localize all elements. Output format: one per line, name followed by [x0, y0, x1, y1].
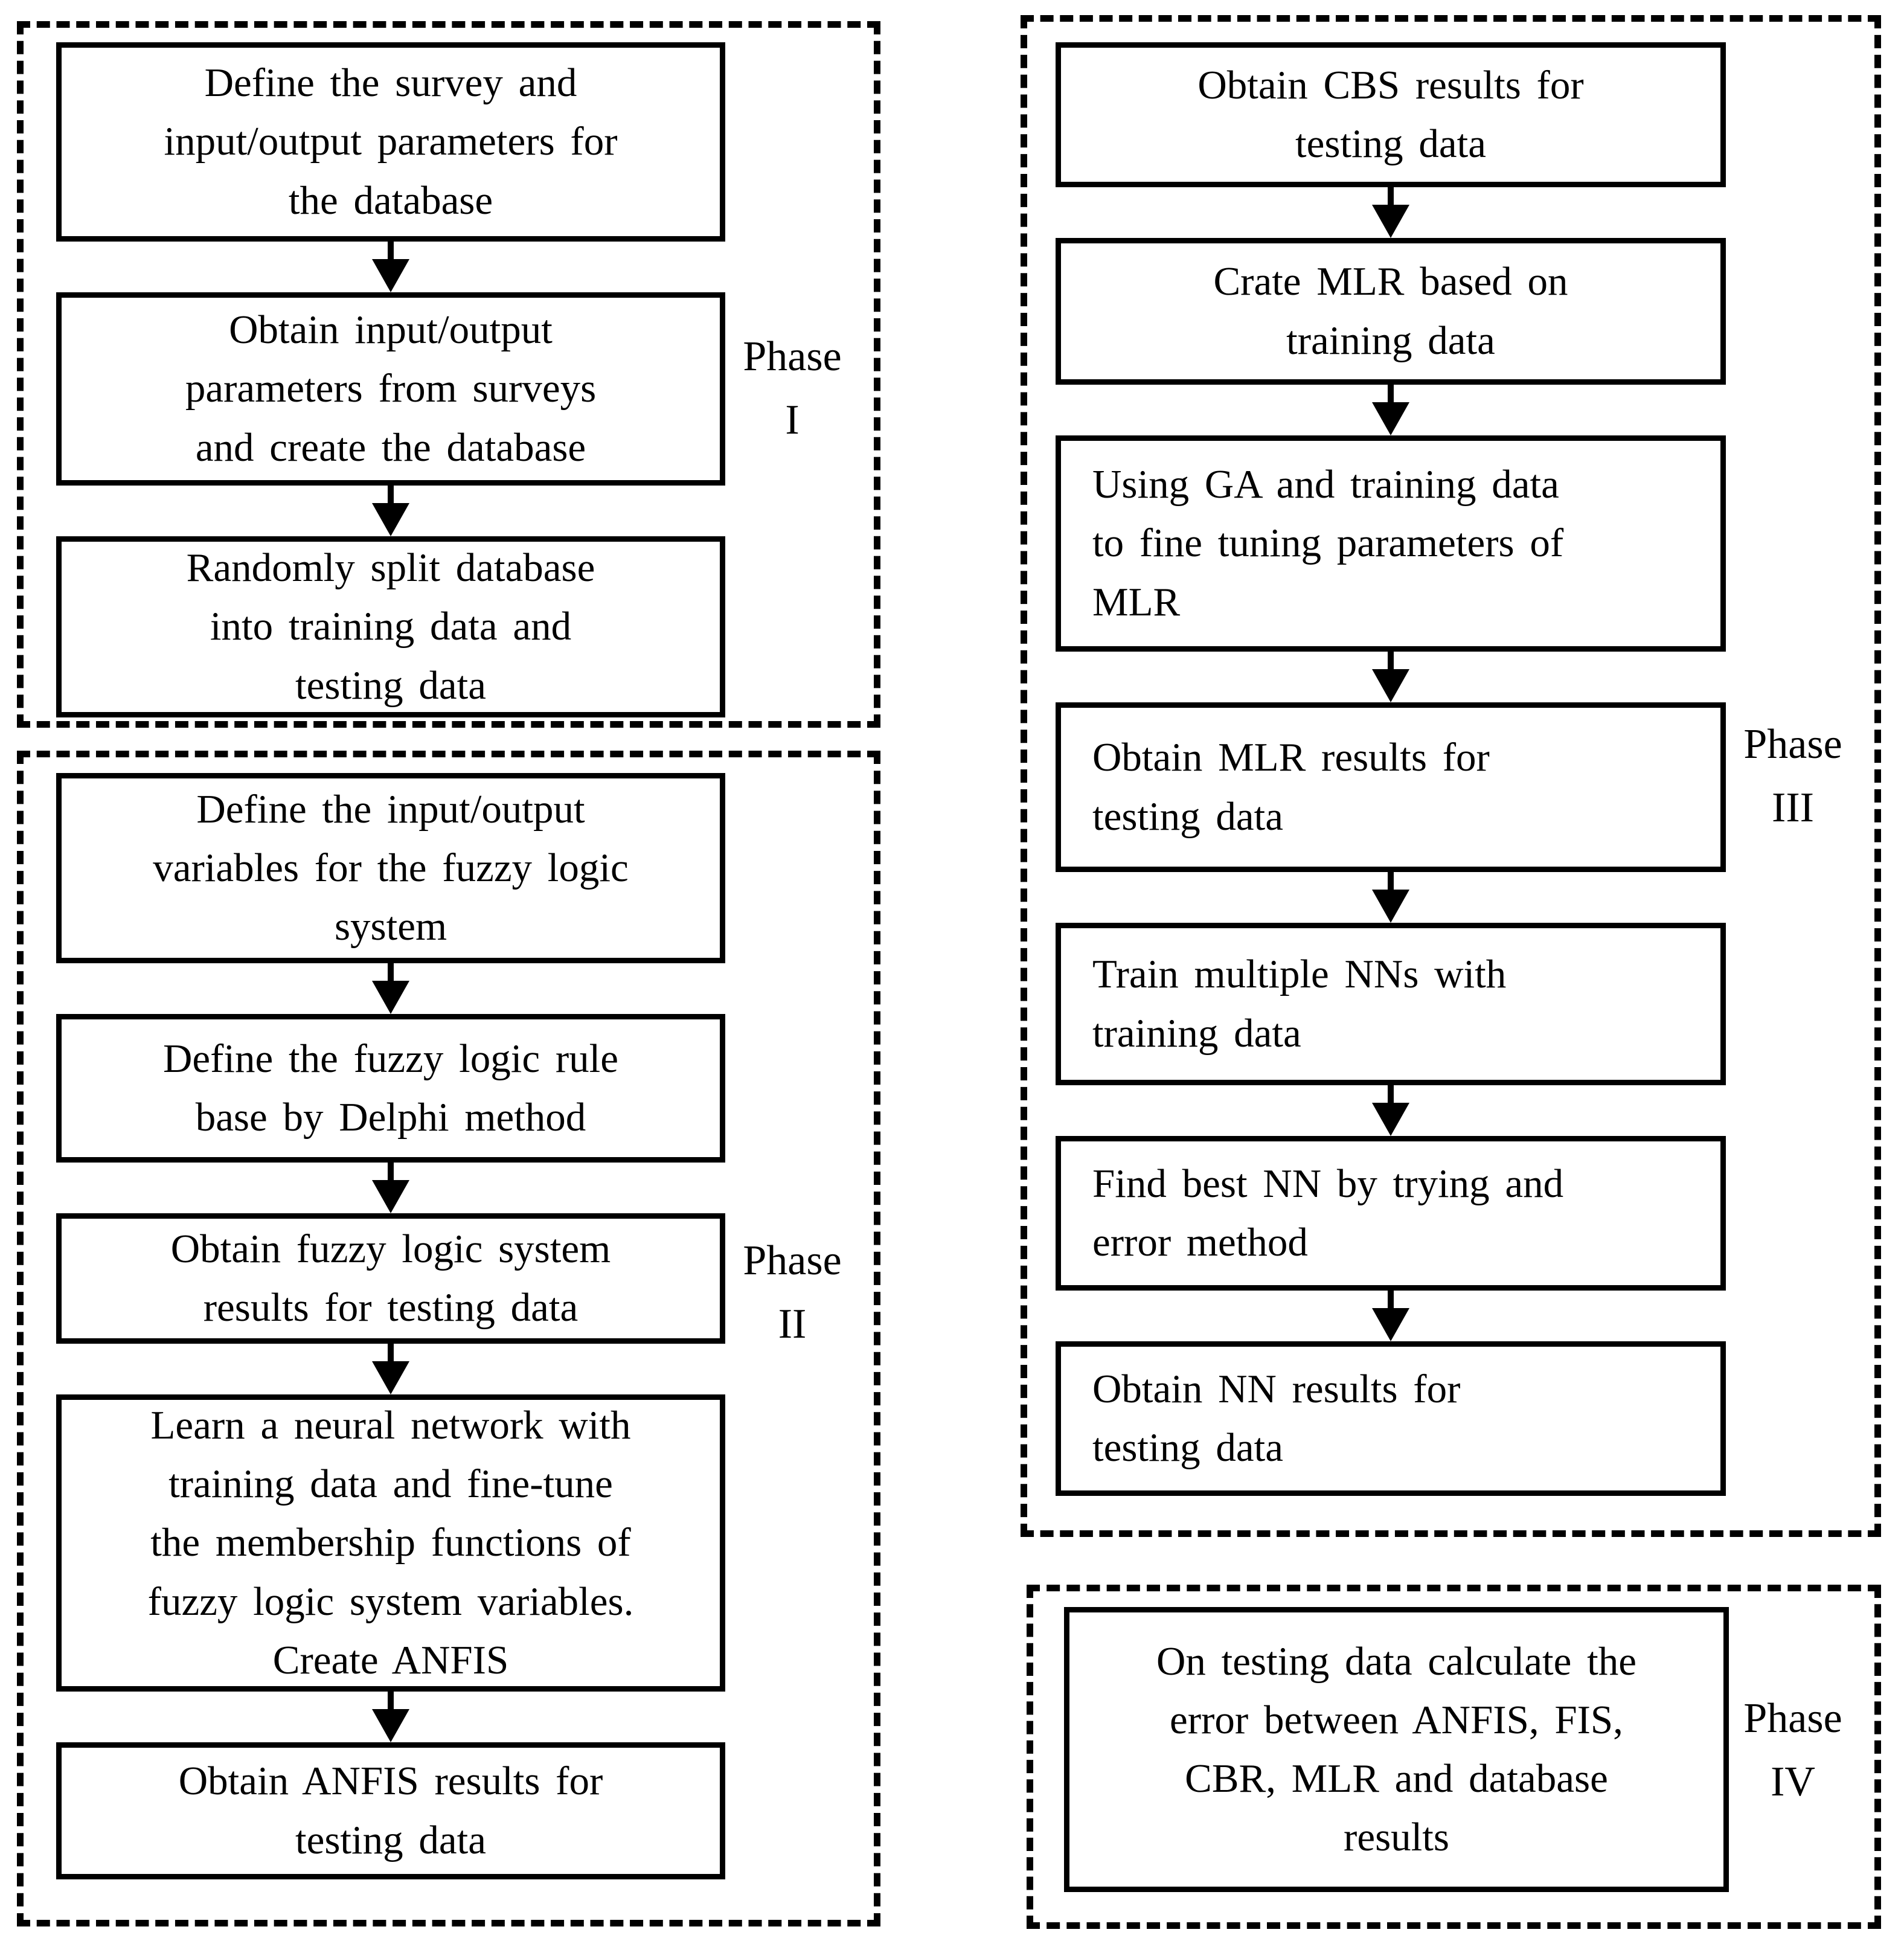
phase1-box-obtain-parameters: Obtain input/output parameters from surv…: [56, 292, 725, 486]
phase-3-flow: Obtain CBS results for testing data Crat…: [1056, 42, 1726, 1496]
phase3-box-obtain-nn-results: Obtain NN results for testing data: [1056, 1341, 1726, 1496]
phase-4-label: Phase IV: [1743, 1695, 1842, 1806]
phase-2-flow: Define the input/output variables for th…: [56, 773, 725, 1879]
arrow-down-icon: [1372, 652, 1409, 702]
arrow-down-icon: [1372, 385, 1409, 435]
phase3-box-find-best-nn: Find best NN by trying and error method: [1056, 1136, 1726, 1291]
box-text: Train multiple NNs with training data: [1092, 952, 1507, 1056]
phase3-box-create-mlr: Crate MLR based on training data: [1056, 238, 1726, 385]
box-text: Define the fuzzy logic rule base by Delp…: [162, 1036, 619, 1140]
phase-1-flow: Define the survey and input/output param…: [56, 42, 725, 717]
phase2-box-define-rule-base: Define the fuzzy logic rule base by Delp…: [56, 1014, 725, 1163]
box-text: Crate MLR based on training data: [1213, 259, 1568, 363]
box-text: Obtain input/output parameters from surv…: [185, 307, 597, 470]
phase3-box-obtain-mlr-results: Obtain MLR results for testing data: [1056, 702, 1726, 872]
box-text: Obtain MLR results for testing data: [1092, 735, 1490, 839]
arrow-down-icon: [372, 486, 409, 536]
phase3-box-obtain-cbs-results: Obtain CBS results for testing data: [1056, 42, 1726, 187]
box-text: Define the input/output variables for th…: [153, 786, 629, 949]
box-text: Find best NN by trying and error method: [1092, 1161, 1564, 1265]
arrow-down-icon: [372, 963, 409, 1014]
arrow-down-icon: [1372, 1291, 1409, 1341]
arrow-down-icon: [372, 1163, 409, 1213]
phase2-box-learn-network-anfis: Learn a neural network with training dat…: [56, 1394, 725, 1692]
phase1-box-split-database: Randomly split database into training da…: [56, 536, 725, 717]
phase2-box-define-variables: Define the input/output variables for th…: [56, 773, 725, 963]
phase4-box-calculate-error: On testing data calculate the error betw…: [1064, 1607, 1729, 1892]
box-text: Obtain ANFIS results for testing data: [178, 1759, 603, 1862]
phase-3-label: Phase III: [1743, 721, 1842, 831]
arrow-down-icon: [1372, 872, 1409, 923]
phase-2-label: Phase II: [743, 1237, 842, 1347]
box-text: Obtain NN results for testing data: [1092, 1366, 1461, 1470]
phase2-box-obtain-anfis-results: Obtain ANFIS results for testing data: [56, 1742, 725, 1879]
box-text: Learn a neural network with training dat…: [147, 1403, 634, 1683]
arrow-down-icon: [372, 242, 409, 292]
phase-2-container: Define the input/output variables for th…: [17, 751, 880, 1926]
box-text: Obtain CBS results for testing data: [1197, 62, 1584, 166]
box-text: Using GA and training data to fine tunin…: [1092, 462, 1564, 624]
box-text: Obtain fuzzy logic system results for te…: [170, 1226, 611, 1330]
phase1-box-define-survey: Define the survey and input/output param…: [56, 42, 725, 242]
phase-4-flow: On testing data calculate the error betw…: [1064, 1607, 1729, 1892]
arrow-down-icon: [1372, 187, 1409, 238]
phase-4-container: On testing data calculate the error betw…: [1027, 1585, 1881, 1929]
phase-3-container: Obtain CBS results for testing data Crat…: [1021, 15, 1881, 1537]
box-text: Define the survey and input/output param…: [164, 60, 618, 223]
box-text: Randomly split database into training da…: [186, 545, 595, 708]
arrow-down-icon: [372, 1344, 409, 1394]
phase-1-container: Define the survey and input/output param…: [17, 21, 880, 728]
box-text: On testing data calculate the error betw…: [1156, 1638, 1637, 1860]
phase-1-label: Phase I: [743, 333, 842, 443]
arrow-down-icon: [372, 1692, 409, 1742]
phase3-box-ga-fine-tuning: Using GA and training data to fine tunin…: [1056, 435, 1726, 652]
arrow-down-icon: [1372, 1085, 1409, 1136]
phase3-box-train-nns: Train multiple NNs with training data: [1056, 923, 1726, 1085]
phase2-box-obtain-fuzzy-results: Obtain fuzzy logic system results for te…: [56, 1213, 725, 1344]
